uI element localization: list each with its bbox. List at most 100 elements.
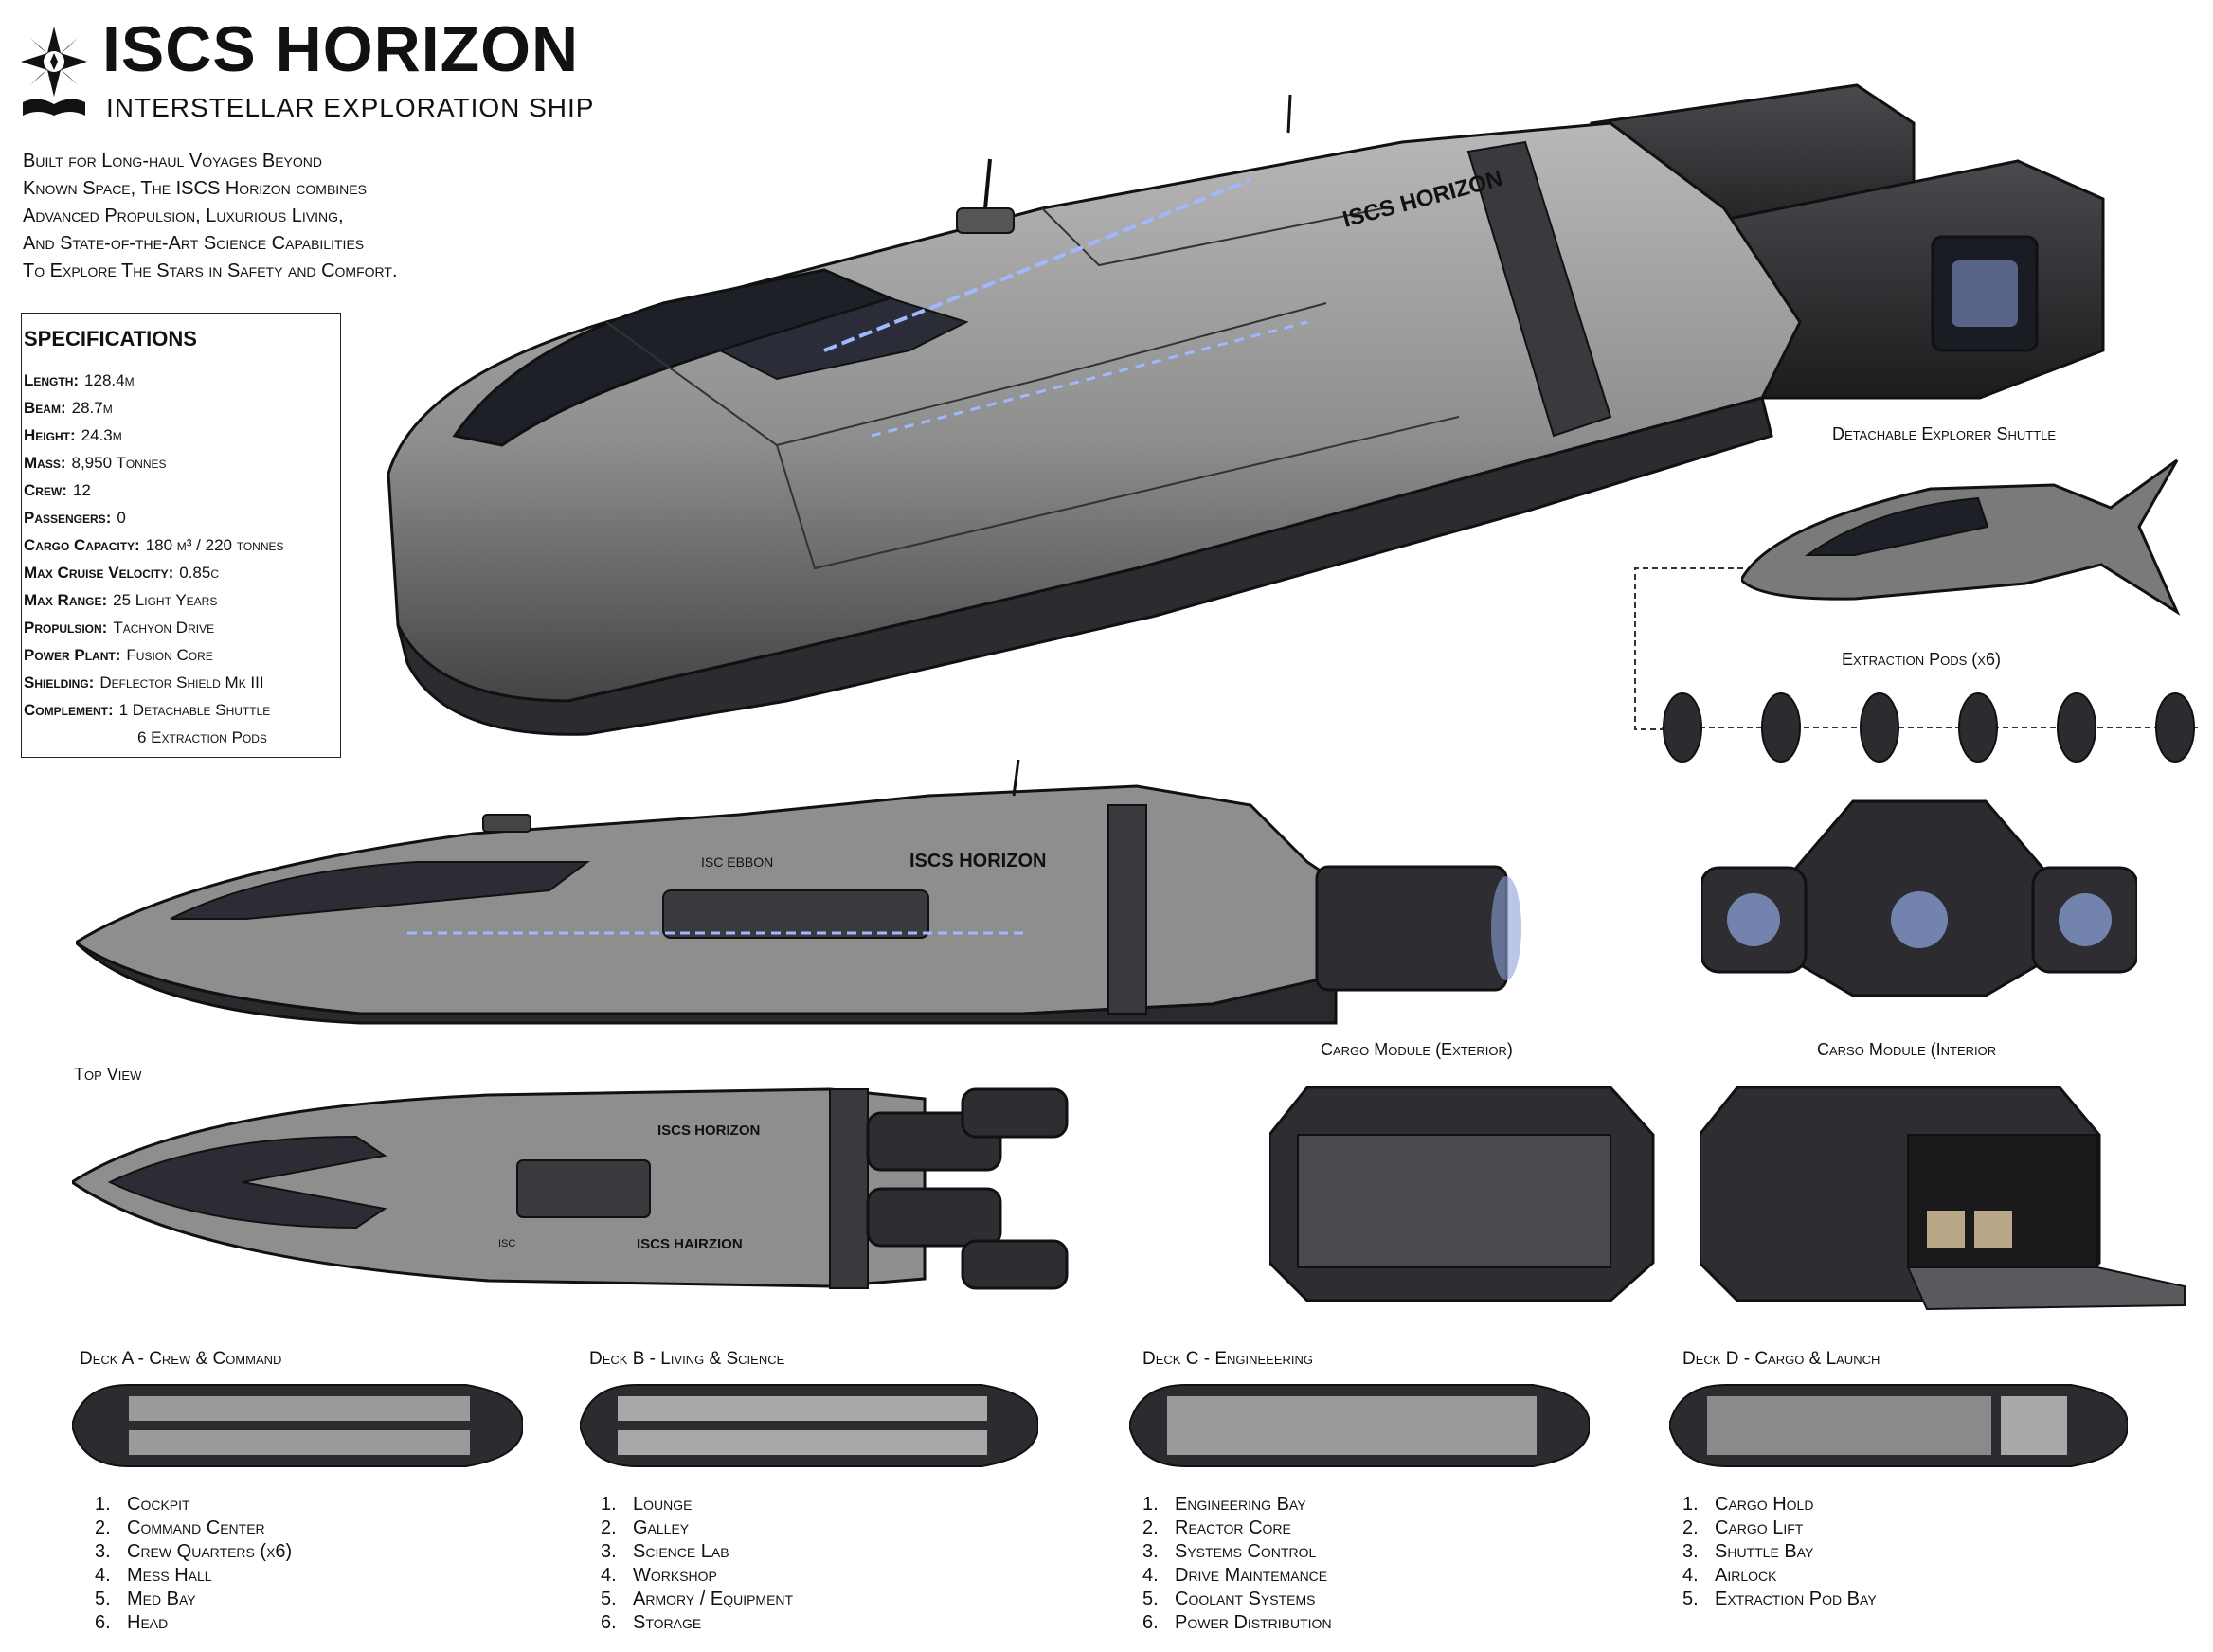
- logo-icon: [17, 25, 91, 117]
- deck-d-plan: [1669, 1381, 2128, 1470]
- specifications-heading: SPECIFICATIONS: [24, 327, 197, 350]
- intro-line: Known Space, The ISCS Horizon combines: [23, 178, 367, 199]
- spec-value: Deflector Shield Mk III: [99, 673, 264, 691]
- spec-key: Max Range:: [24, 591, 108, 609]
- top-view-label: Top View: [74, 1065, 142, 1084]
- spec-row: Height: 24.3m: [24, 422, 340, 449]
- spec-row: Max Range: 25 Light Years: [24, 586, 340, 614]
- deck-a-title: Deck A - Crew & Command: [80, 1349, 282, 1369]
- list-item: 5.Med Bay: [95, 1589, 196, 1609]
- spec-value: 24.3m: [81, 426, 122, 444]
- list-item: 2.Galley: [601, 1517, 690, 1538]
- spec-key: Shielding:: [24, 673, 95, 691]
- extraction-pod: [2155, 692, 2195, 763]
- list-item: 4.Mess Hall: [95, 1565, 212, 1586]
- hull-marking-top-c: ISC: [498, 1238, 515, 1249]
- spec-value: 25 Light Years: [113, 591, 218, 609]
- list-item: 3.Crew Quarters (x6): [95, 1541, 293, 1562]
- hull-marking-side-small: ISC EBBON: [701, 854, 773, 870]
- spec-key: Passengers:: [24, 509, 112, 527]
- shuttle-connector: [1633, 566, 1747, 733]
- spec-row-continued: 6 Extraction Pods: [137, 728, 267, 746]
- shuttle-illustration: [1741, 451, 2196, 621]
- hull-marking-side: ISCS HORIZON: [909, 851, 1046, 871]
- spec-key: Power Plant:: [24, 646, 121, 664]
- spec-value: 8,950 Tonnes: [71, 454, 167, 472]
- list-item: 1.Cockpit: [95, 1494, 190, 1515]
- spec-row: Max Cruise Velocity: 0.85c: [24, 559, 340, 586]
- hull-marking-top-a: ISCS HORIZON: [657, 1122, 760, 1139]
- spec-row: Complement:1 Detachable Shuttle: [24, 696, 340, 724]
- list-item: 2.Cargo Lift: [1682, 1517, 1804, 1538]
- hull-marking-top-b: ISCS HAIRZION: [637, 1236, 743, 1252]
- spec-value: 180 m³ / 220 tonnes: [145, 536, 284, 554]
- extraction-pod: [1958, 692, 1998, 763]
- spec-key: Propulsion:: [24, 619, 108, 637]
- list-item: 6.Storage: [601, 1612, 702, 1633]
- cargo-exterior-label: Cargo Module (Exterior): [1321, 1040, 1513, 1059]
- spec-row: Mass:8,950 Tonnes: [24, 449, 340, 476]
- ship-rear-view: [1701, 782, 2137, 1000]
- extraction-pod: [2057, 692, 2096, 763]
- spec-key: Height:: [24, 426, 76, 444]
- spec-value: 0.85c: [179, 564, 219, 582]
- list-item: 6.Power Distribution: [1142, 1612, 1332, 1633]
- intro-line: Built for Long-haul Voyages Beyond: [23, 151, 322, 171]
- list-item: 2.Command Center: [95, 1517, 265, 1538]
- intro-line: To Explore The Stars in Safety and Comfo…: [23, 260, 398, 281]
- page-subtitle: INTERSTELLAR EXPLORATION SHIP: [106, 93, 595, 122]
- deck-c-list: 1.Engineering Bay 2.Reactor Core 3.Syste…: [1142, 1493, 1332, 1635]
- extraction-pod: [1663, 692, 1702, 763]
- spec-key: Max Cruise Velocity:: [24, 564, 174, 582]
- spec-key: Beam:: [24, 399, 66, 417]
- spec-key: Crew:: [24, 481, 67, 499]
- spec-key: Length:: [24, 371, 80, 389]
- deck-b-list: 1.Lounge 2.Galley 3.Science Lab 4.Worksh…: [601, 1493, 793, 1635]
- list-item: 1.Lounge: [601, 1494, 693, 1515]
- spec-value: 0: [117, 509, 126, 527]
- list-item: 4.Drive Maintemance: [1142, 1565, 1328, 1586]
- intro-text: Built for Long-haul Voyages Beyond Known…: [23, 148, 496, 285]
- list-item: 3.Systems Control: [1142, 1541, 1317, 1562]
- spec-key: Complement:: [24, 701, 114, 719]
- extraction-pod: [1761, 692, 1801, 763]
- cargo-exterior-illustration: [1269, 1078, 1658, 1305]
- list-item: 4.Workshop: [601, 1565, 717, 1586]
- spec-row: Length:128.4m: [24, 367, 340, 394]
- cargo-interior-label: Carso Module (Interior: [1817, 1040, 1997, 1059]
- spec-row: Passengers: 0: [24, 504, 340, 531]
- cargo-interior-illustration: [1700, 1078, 2186, 1311]
- deck-a-list: 1.Cockpit 2.Command Center 3.Crew Quarte…: [95, 1493, 292, 1635]
- list-item: 3.Science Lab: [601, 1541, 729, 1562]
- list-item: 3.Shuttle Bay: [1682, 1541, 1814, 1562]
- deck-b-plan: [580, 1381, 1038, 1470]
- spec-row: Cargo Capacity: 180 m³ / 220 tonnes: [24, 531, 340, 559]
- deck-b-title: Deck B - Living & Science: [589, 1349, 785, 1369]
- spec-row: Shielding:Deflector Shield Mk III: [24, 669, 340, 696]
- spec-key: Cargo Capacity:: [24, 536, 140, 554]
- list-item: 4.Airlock: [1682, 1565, 1777, 1586]
- extraction-pod: [1860, 692, 1899, 763]
- list-item: 1.Cargo Hold: [1682, 1494, 1814, 1515]
- deck-d-list: 1.Cargo Hold 2.Cargo Lift 3.Shuttle Bay …: [1682, 1493, 1877, 1611]
- deck-c-title: Deck C - Engineeering: [1142, 1349, 1314, 1369]
- deck-c-plan: [1129, 1381, 1590, 1470]
- ship-perspective-view: ISCS HORIZON: [379, 38, 2122, 739]
- spec-value: 12: [72, 481, 91, 499]
- extraction-pods-row: [1662, 688, 2202, 801]
- ship-top-view: ISCS HORIZON ISCS HAIRZION ISC: [72, 1070, 1124, 1307]
- spec-value: 128.4m: [84, 371, 135, 389]
- deck-d-title: Deck D - Cargo & Launch: [1682, 1349, 1880, 1369]
- spec-value: 28.7m: [71, 399, 113, 417]
- spec-value: 1 Detachable Shuttle: [118, 701, 271, 719]
- list-item: 2.Reactor Core: [1142, 1517, 1291, 1538]
- spec-row: Beam: 28.7m: [24, 394, 340, 422]
- list-item: 5.Armory / Equipment: [601, 1589, 794, 1609]
- page-title: ISCS HORIZON: [102, 13, 580, 85]
- spec-value: Tachyon Drive: [113, 619, 215, 637]
- deck-a-plan: [72, 1381, 523, 1470]
- intro-line: And State-of-the-Art Science Capabilitie…: [23, 233, 365, 254]
- list-item: 5.Coolant Systems: [1142, 1589, 1316, 1609]
- pods-label: Extraction Pods (x6): [1842, 650, 2001, 669]
- spec-row: Propulsion: Tachyon Drive: [24, 614, 340, 641]
